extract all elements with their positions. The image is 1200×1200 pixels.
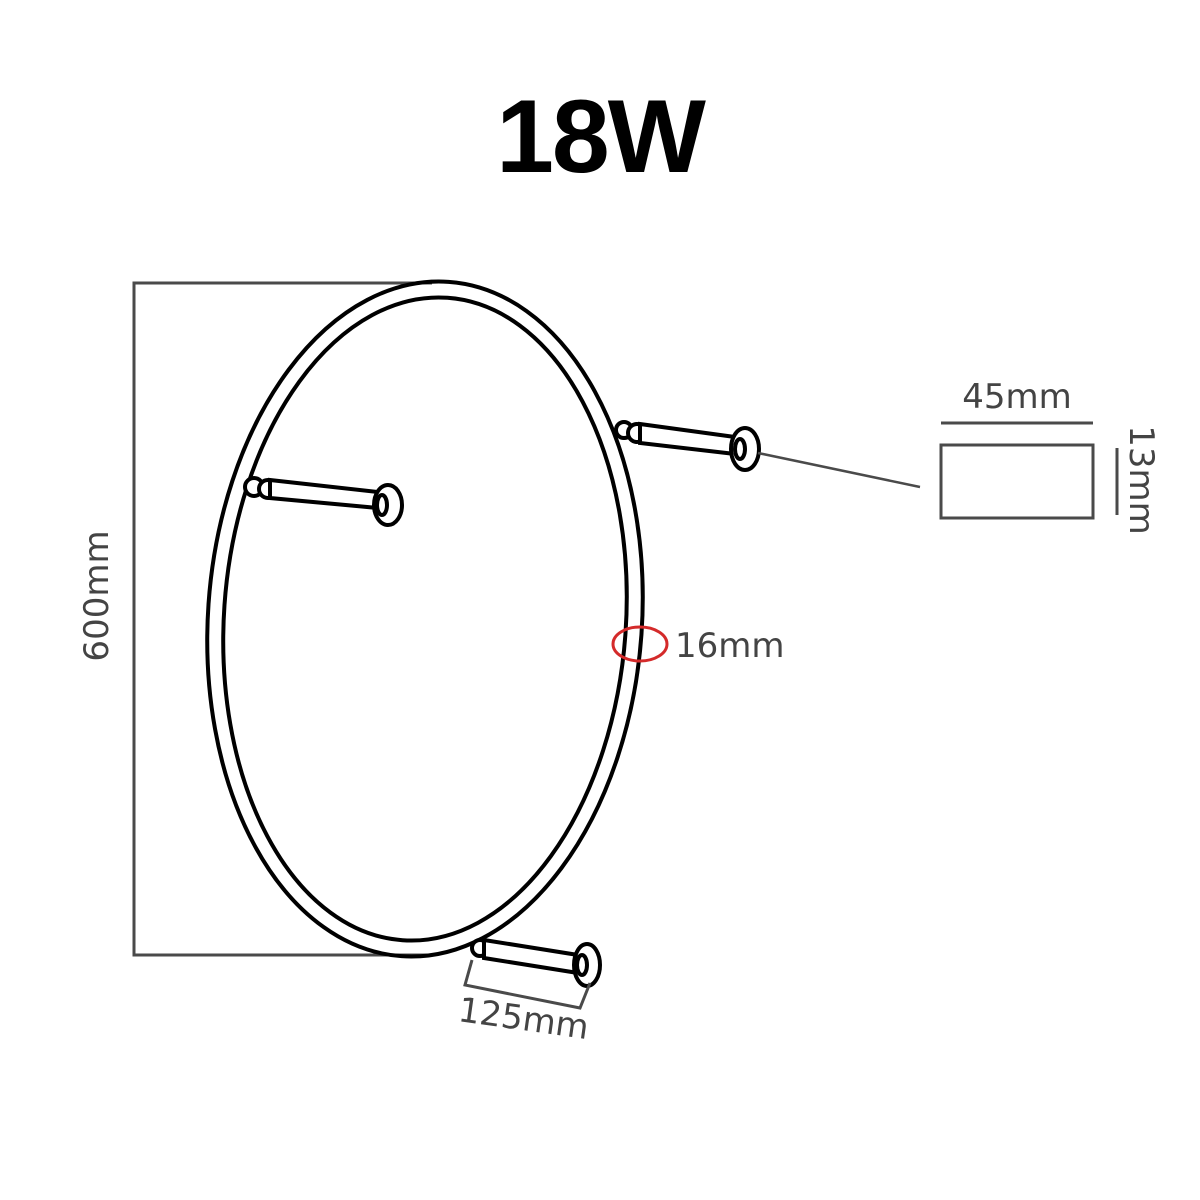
- thickness-label: 16mm: [675, 626, 785, 666]
- ring-light: [205, 279, 645, 959]
- profile-height-label: 13mm: [1121, 425, 1161, 535]
- profile-cross-section: [939, 421, 1119, 520]
- thickness-highlight-circle: [611, 625, 669, 663]
- height-dimension-line: [132, 281, 432, 957]
- standoff-length-label: 125mm: [456, 990, 591, 1048]
- standoff-length-bracket: [463, 959, 592, 1010]
- wattage-title: 18W: [496, 79, 706, 195]
- profile-width-label: 45mm: [962, 377, 1072, 417]
- wall-standoff-left: [243, 476, 404, 527]
- profile-leader-line: [757, 451, 921, 489]
- wall-standoff-bottom: [470, 937, 602, 988]
- wall-standoff-right: [614, 420, 761, 472]
- height-label: 600mm: [77, 530, 117, 661]
